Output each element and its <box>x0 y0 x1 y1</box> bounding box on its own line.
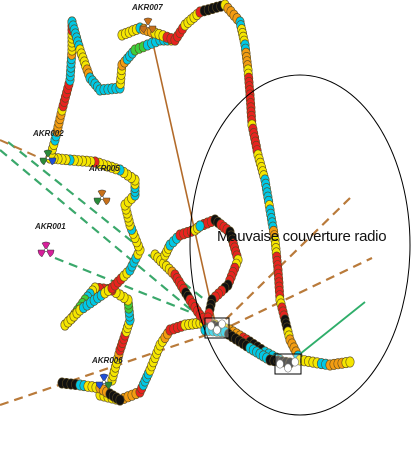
antenna-sector-icon <box>37 249 47 258</box>
antenna-sector-icon <box>45 249 55 258</box>
serving-links-layer <box>0 29 373 407</box>
antenna-trisector-icon <box>39 149 57 166</box>
antenna-trisector-icon <box>95 373 113 390</box>
overlay-layer <box>189 74 411 416</box>
sites-layer <box>37 17 157 390</box>
antenna-sector-icon <box>43 149 53 159</box>
antenna-sector-icon <box>41 241 51 251</box>
antenna-sector-icon <box>143 17 153 27</box>
route-sample-dot <box>276 359 284 369</box>
site-label-akr001: AKR001 <box>35 222 66 231</box>
bad-coverage-zone-ellipse <box>189 74 411 416</box>
antenna-trisector-icon <box>139 17 157 34</box>
route-sample-dot <box>345 356 355 368</box>
antenna-hub-icon <box>46 156 50 160</box>
site-label-akr005: AKR005 <box>89 164 120 173</box>
antenna-sector-icon <box>97 189 107 199</box>
antenna-sector-icon <box>139 25 149 34</box>
dashed-link <box>0 330 216 407</box>
antenna-hub-icon <box>146 24 150 28</box>
site-label-akr007: AKR007 <box>132 3 163 12</box>
site-label-akr002: AKR002 <box>33 129 64 138</box>
serving-link <box>149 29 216 323</box>
antenna-hub-icon <box>102 380 106 384</box>
antenna-hub-icon <box>100 196 104 200</box>
antenna-hub-icon <box>44 248 48 252</box>
route-sample-dot <box>115 394 125 406</box>
antenna-sector-icon <box>103 381 113 390</box>
dashed-link <box>217 257 373 333</box>
bad-coverage-zone-label: Mauvaise couverture radio <box>217 228 387 245</box>
antenna-sector-icon <box>147 25 157 34</box>
drive-route-layer <box>45 0 355 406</box>
route-sample-dot <box>213 325 221 335</box>
route-sample-dot <box>284 363 292 373</box>
dashed-link <box>54 256 216 324</box>
route-sample-dot <box>291 357 299 367</box>
antenna-sector-icon <box>101 197 111 206</box>
antenna-sector-icon <box>95 381 105 390</box>
antenna-trisector-icon <box>93 189 111 206</box>
antenna-sector-icon <box>47 157 57 166</box>
dashed-link <box>214 197 351 331</box>
site-label-akr006: AKR006 <box>92 356 123 365</box>
dashed-link <box>0 149 216 331</box>
dashed-link <box>0 139 41 159</box>
route-sample-dot <box>207 321 215 331</box>
serving-link <box>289 301 366 363</box>
antenna-sector-icon <box>39 157 49 166</box>
route-sample-dot <box>195 220 205 232</box>
antenna-sector-icon <box>99 373 109 383</box>
antenna-sector-icon <box>93 197 103 206</box>
route-sample-dot <box>218 319 226 329</box>
antenna-trisector-icon <box>37 241 55 258</box>
